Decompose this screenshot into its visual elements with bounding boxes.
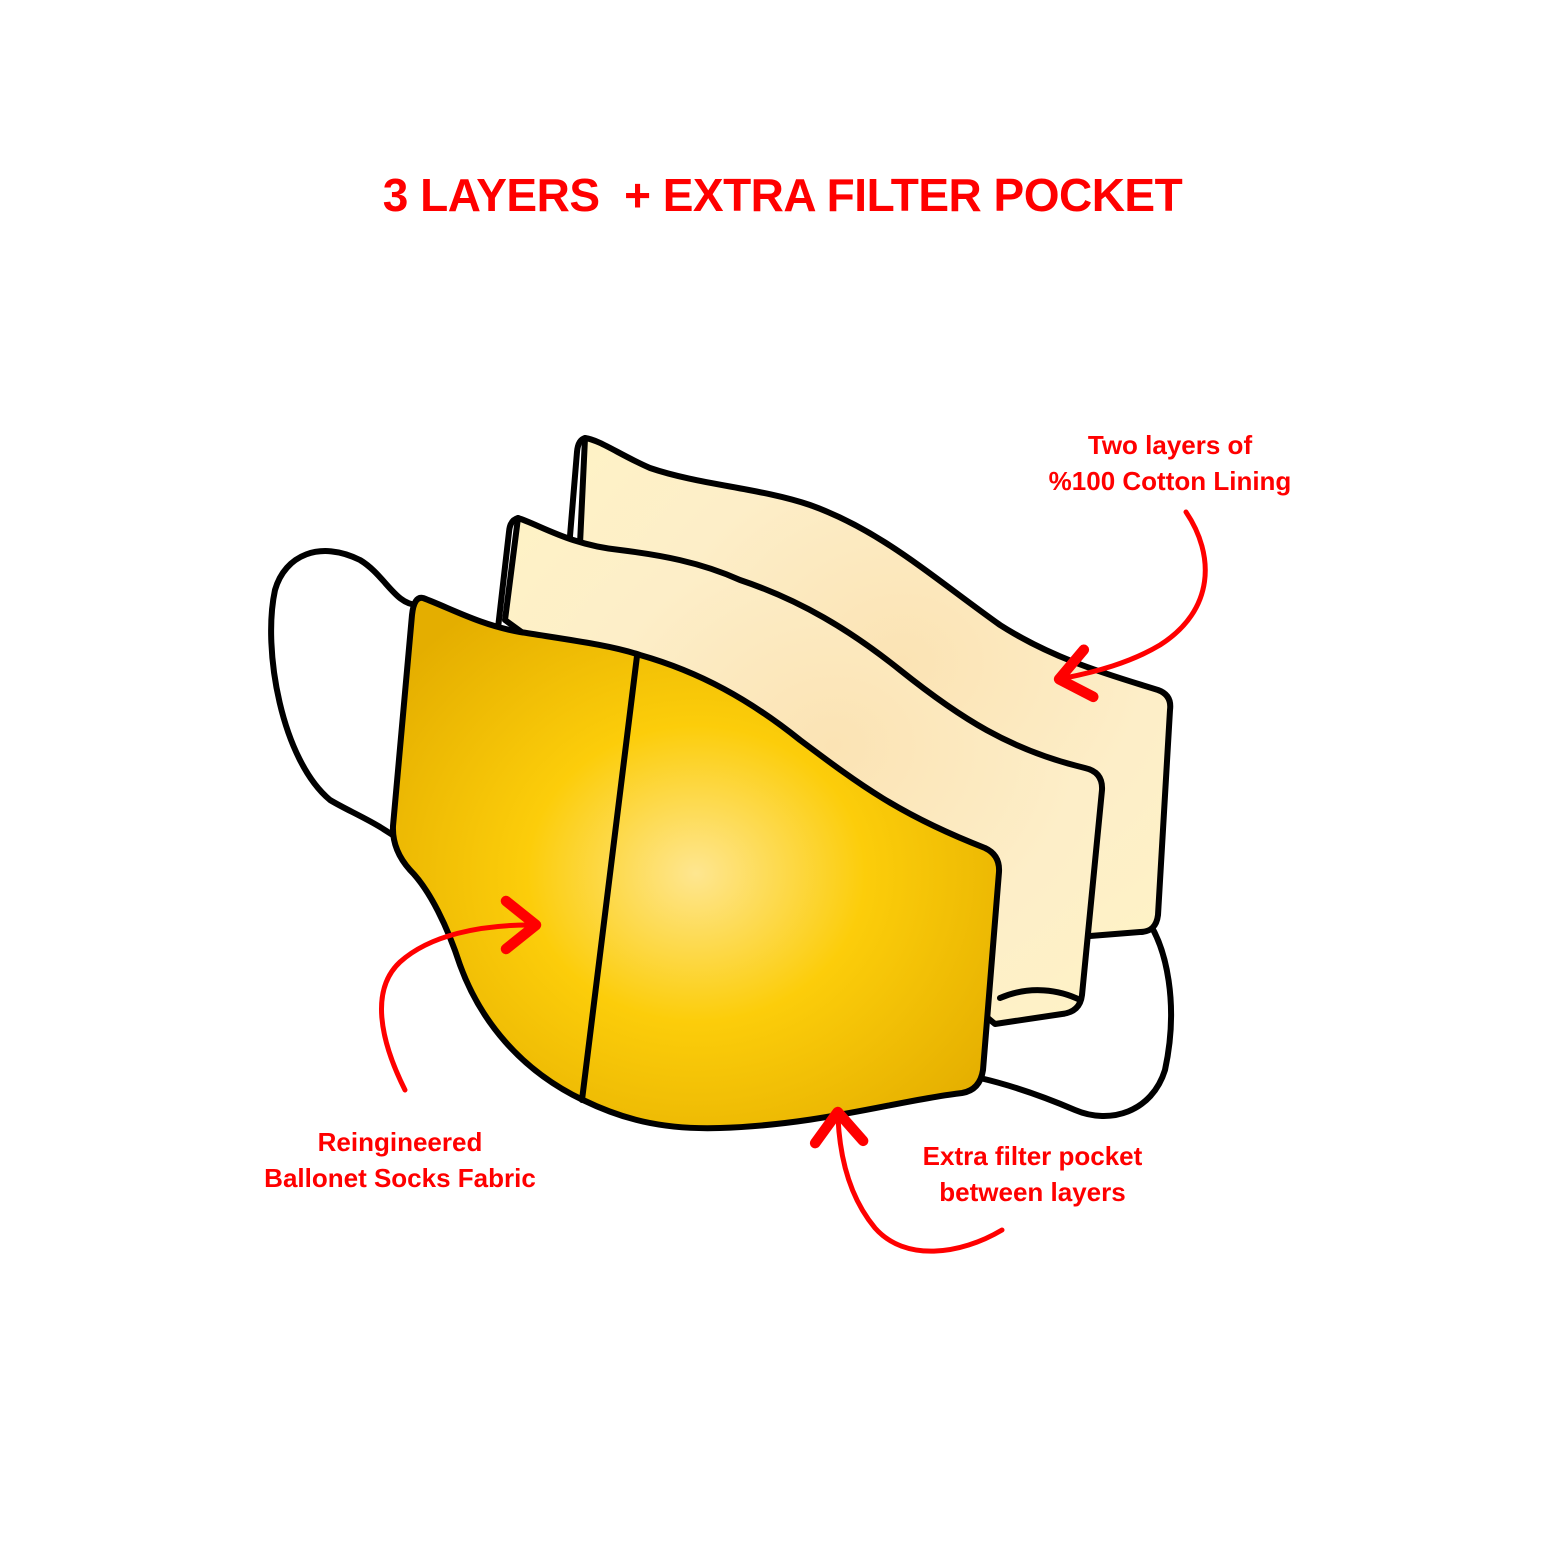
- left-ear-loop: [268, 548, 421, 843]
- front-fabric-seam: [579, 653, 640, 1103]
- filter-pocket-label-line2: between layers: [939, 1177, 1126, 1207]
- outer-fabric-label-line1: Reingineered: [317, 1127, 483, 1157]
- cotton-lining-label-line1: Two layers of: [1087, 430, 1253, 460]
- cotton-lining-label: Two layers of %100 Cotton Lining: [1015, 427, 1325, 499]
- outer-fabric-arrow: [379, 895, 542, 1093]
- filter-pocket-label-line1: Extra filter pocket: [922, 1141, 1143, 1171]
- outer-fabric-label: Reingineered Ballonet Socks Fabric: [240, 1124, 560, 1196]
- outer-fabric-label-line2: Ballonet Socks Fabric: [264, 1163, 536, 1193]
- page-title: 3 LAYERS + EXTRA FILTER POCKET: [382, 169, 1183, 221]
- right-ear-loop-front: [997, 987, 1083, 1003]
- filter-pocket-arrow: [809, 1106, 1005, 1254]
- cotton-lining-label-line2: %100 Cotton Lining: [1048, 466, 1292, 496]
- cotton-lining-arrow: [1053, 509, 1208, 703]
- front-fabric-layer: [389, 594, 1003, 1132]
- filter-pocket-label: Extra filter pocket between layers: [890, 1138, 1175, 1210]
